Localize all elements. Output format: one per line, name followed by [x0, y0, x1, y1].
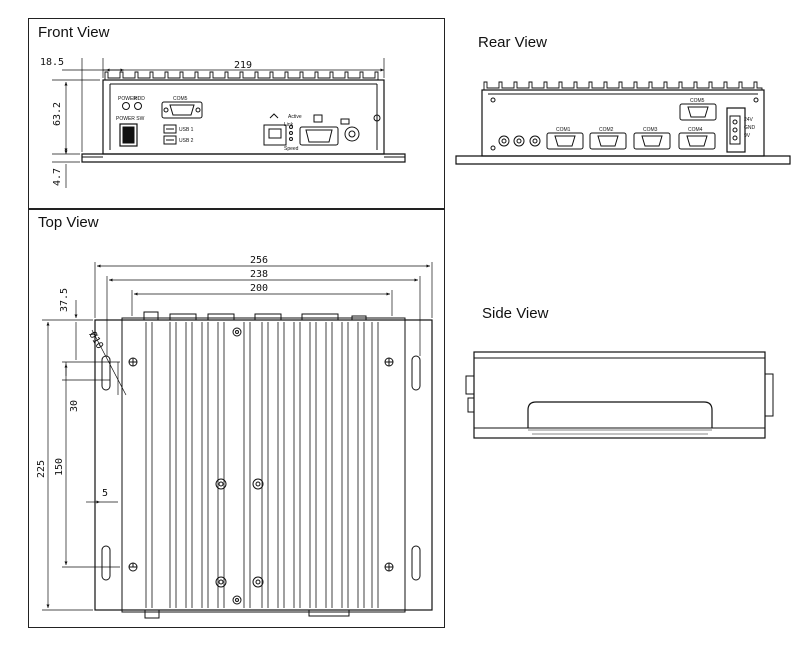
- top-fins: [145, 322, 379, 608]
- com4-label: COM4: [688, 127, 703, 133]
- top-dim-5: 5: [102, 488, 108, 499]
- com5-label: COM5: [173, 96, 188, 102]
- lan-link-label: Link: [284, 122, 294, 128]
- top-dim-30: 30: [69, 400, 80, 412]
- front-fins: [104, 71, 379, 80]
- front-view-panel: [28, 18, 445, 210]
- front-dim-base: 4.7: [52, 168, 63, 186]
- front-dim-width: 219: [234, 60, 252, 71]
- lan-speed-label: Speed: [284, 146, 299, 152]
- top-dim-hole: Ø10: [86, 330, 105, 352]
- front-dim-height: 63.2: [52, 102, 63, 126]
- rear-view-title: Rear View: [478, 34, 547, 51]
- top-dim-150: 150: [54, 458, 65, 476]
- top-dim-225: 225: [36, 460, 47, 478]
- rear-com5-label: COM5: [690, 98, 705, 104]
- side-view-title: Side View: [482, 305, 549, 322]
- front-dimensions: [52, 58, 385, 188]
- power-24v-label: 24V: [744, 117, 754, 123]
- com3-label: COM3: [643, 127, 658, 133]
- power-switch-label: POWER SW: [116, 116, 145, 122]
- power-gnd-label: GND: [744, 125, 756, 131]
- rear-view-drawing: [455, 81, 791, 165]
- lan-active-label: Active: [288, 114, 302, 120]
- top-dim-200: 200: [250, 283, 268, 294]
- top-view-title: Top View: [38, 214, 99, 231]
- front-view-labels: POWER HDD POWER SW COM5 USB 1 USB 2 Acti…: [116, 96, 302, 152]
- usb1-label: USB 1: [179, 127, 194, 133]
- top-view-panel: [28, 208, 445, 628]
- com1-label: COM1: [556, 127, 571, 133]
- hdd-led-label: HDD: [134, 96, 145, 102]
- rear-view-labels: COM1 COM2 COM3 COM4 COM5 24V GND 9V: [556, 98, 756, 139]
- top-dimensions: [42, 262, 433, 611]
- com2-label: COM2: [599, 127, 614, 133]
- side-view-drawing: [465, 351, 774, 439]
- top-view-drawing: [94, 311, 433, 619]
- top-dim-256: 256: [250, 255, 268, 266]
- front-view-title: Front View: [38, 24, 110, 41]
- front-view-drawing: [81, 71, 406, 163]
- power-led-label: POWER: [118, 96, 137, 102]
- top-dim-37-5: 37.5: [59, 288, 70, 312]
- front-dim-offset: 18.5: [40, 57, 64, 68]
- power-9v-label: 9V: [744, 133, 751, 139]
- usb2-label: USB 2: [179, 138, 194, 144]
- top-dim-238: 238: [250, 269, 268, 280]
